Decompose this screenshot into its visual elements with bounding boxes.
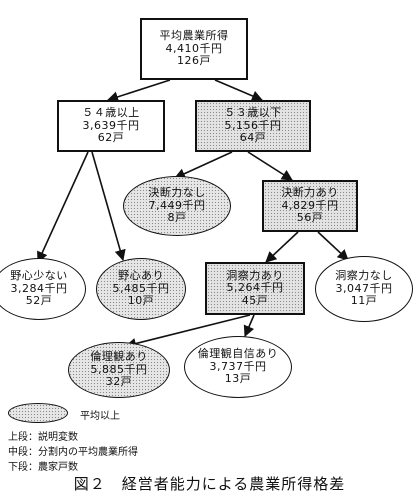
node-income: 7,449千円 xyxy=(148,198,206,212)
edge-age-53-under-to-no-decisiveness xyxy=(173,151,233,179)
node-no-insight: 洞察力なし 3,047千円 11戸 xyxy=(315,256,413,322)
node-households: 64戸 xyxy=(239,131,267,145)
edge-decisiveness-to-insight xyxy=(265,231,299,263)
node-income: 3,284千円 xyxy=(10,281,68,295)
node-insight: 洞察力あり 5,264千円 45戸 xyxy=(205,262,305,315)
edge-root-to-age-54-over xyxy=(106,79,171,103)
node-income: 3,047千円 xyxy=(335,281,393,295)
node-ethics-confident: 倫理観自信あり 3,737千円 13戸 xyxy=(184,336,292,398)
edge-decisiveness-to-no-insight xyxy=(317,231,349,261)
legend-above-average-label: 平均以上 xyxy=(80,411,120,422)
node-root: 平均農業所得 4,410千円 126戸 xyxy=(140,18,248,80)
edge-root-to-age-53-under xyxy=(214,79,264,102)
node-low-ambition: 野心少ない 3,284千円 52戸 xyxy=(0,258,86,320)
node-income: 3,737千円 xyxy=(209,359,267,373)
node-ambition: 野心あり 5,485千円 10戸 xyxy=(96,258,186,320)
edge-insight-to-ethics-confident xyxy=(243,314,255,338)
node-title: ５３歳以下 xyxy=(224,106,282,120)
node-title: 倫理観あり xyxy=(90,350,148,364)
node-age-54-over: ５４歳以上 3,639千円 62戸 xyxy=(57,100,165,152)
node-households: 13戸 xyxy=(224,372,252,386)
edge-age-53-under-to-decisiveness xyxy=(247,151,293,181)
edge-age-54-over-to-ambition xyxy=(91,151,126,262)
node-ethics: 倫理観あり 5,885千円 32戸 xyxy=(68,342,170,398)
node-title: 倫理観自信あり xyxy=(197,347,279,361)
legend-middle-label: 中段：分割内の平均農業所得 xyxy=(8,447,138,458)
node-income: 5,885千円 xyxy=(90,362,148,376)
figure-caption: 図２ 経営者能力による農業所得格差 xyxy=(73,475,346,493)
node-title: 決断力あり xyxy=(281,186,339,200)
edge-insight-to-ethics xyxy=(124,314,251,349)
node-households: 8戸 xyxy=(167,211,187,225)
node-title: ５４歳以上 xyxy=(82,106,140,120)
node-title: 洞察力あり xyxy=(226,268,284,282)
node-income: 4,410千円 xyxy=(165,41,223,55)
edge-age-54-over-to-low-ambition xyxy=(37,151,89,264)
node-households: 45戸 xyxy=(241,293,269,307)
node-title: 決断力なし xyxy=(148,186,206,200)
node-income: 4,829千円 xyxy=(281,198,339,212)
node-households: 32戸 xyxy=(105,375,133,389)
node-income: 5,264千円 xyxy=(226,281,284,295)
node-households: 52戸 xyxy=(25,294,53,308)
node-decisiveness: 決断力あり 4,829千円 56戸 xyxy=(262,180,358,232)
node-households: 56戸 xyxy=(296,211,324,225)
node-households: 10戸 xyxy=(127,294,155,308)
node-households: 11戸 xyxy=(350,294,378,308)
node-title: 平均農業所得 xyxy=(159,29,229,43)
node-households: 62戸 xyxy=(97,131,125,145)
node-title: 洞察力なし xyxy=(335,269,393,283)
node-households: 126戸 xyxy=(177,54,211,68)
node-income: 5,156千円 xyxy=(224,118,282,132)
legend-above-average-swatch xyxy=(8,403,68,423)
node-no-decisiveness: 決断力なし 7,449千円 8戸 xyxy=(123,176,231,236)
legend-upper-label: 上段：説明変数 xyxy=(8,432,78,443)
node-income: 5,485千円 xyxy=(112,281,170,295)
node-income: 3,639千円 xyxy=(82,118,140,132)
node-age-53-under: ５３歳以下 5,156千円 64戸 xyxy=(195,100,311,152)
node-title: 野心あり xyxy=(118,269,164,283)
legend-lower-label: 下段：農家戸数 xyxy=(8,462,78,473)
node-title: 野心少ない xyxy=(10,269,68,283)
